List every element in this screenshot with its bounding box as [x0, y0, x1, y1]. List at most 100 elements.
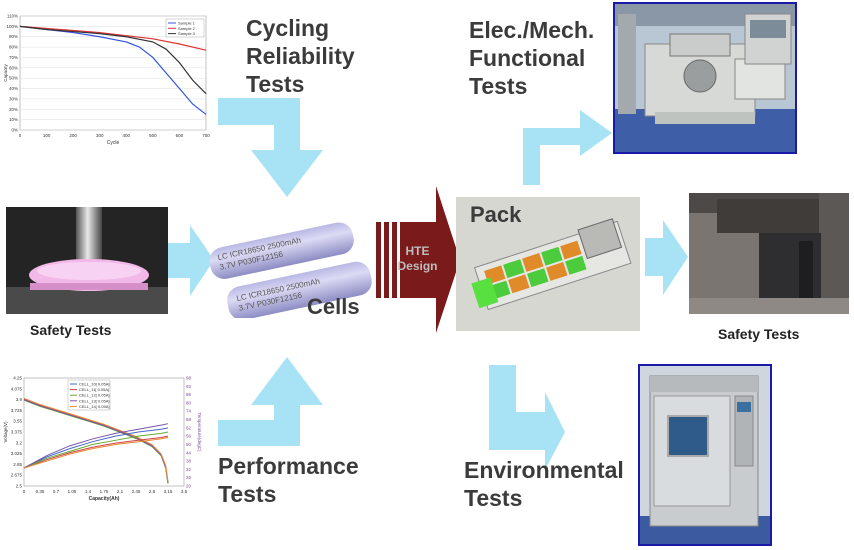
- temperature-series-line: [23, 427, 169, 469]
- y-tick-label: 100%: [6, 24, 18, 29]
- y-tick-label: 2.5: [16, 484, 23, 489]
- legend-label: CELL_11[ 0.05A]: [79, 387, 109, 392]
- temperature-series-line: [23, 437, 169, 469]
- y2-tick-label: 98: [186, 376, 192, 381]
- y2-tick-label: 74: [186, 409, 192, 414]
- impact-test-illustration: [689, 193, 849, 314]
- series-line: [19, 25, 207, 115]
- y-tick-label: 0%: [11, 128, 18, 133]
- y2-tick-label: 32: [186, 467, 192, 472]
- y2-tick-label: 44: [186, 450, 192, 455]
- x-axis-label: Cycle: [107, 140, 120, 146]
- x-tick-label: 3.5: [181, 489, 188, 494]
- y2-tick-label: 80: [186, 400, 192, 405]
- x-tick-label: 0.7: [53, 489, 60, 494]
- x-tick-label: 100: [43, 133, 51, 138]
- heading-elec-mech: Elec./Mech. Functional Tests: [469, 16, 594, 100]
- discharge-chart: 2.52.6752.853.0253.23.3753.553.7253.94.0…: [3, 376, 202, 503]
- y2-tick-label: 56: [186, 434, 192, 439]
- heading-line: Functional: [469, 45, 586, 71]
- legend-label: Sample 3: [178, 31, 196, 36]
- arrow-pack-to-elec: [497, 110, 612, 185]
- x-tick-label: 1.4: [85, 489, 92, 494]
- x-tick-label: 500: [149, 133, 157, 138]
- x-tick-label: 2.8: [149, 489, 156, 494]
- safety-test-crush-photo: [6, 207, 168, 314]
- y-tick-label: 20%: [9, 107, 18, 112]
- arrow-hte-design: [376, 186, 460, 333]
- legend-label: CELL_13[ 0.05A]: [79, 398, 109, 403]
- y-tick-label: 70%: [9, 55, 18, 60]
- heading-line: Tests: [464, 485, 523, 511]
- heading-line: Performance: [218, 453, 359, 479]
- y2-tick-label: 26: [186, 475, 192, 480]
- arrow-performance-to-cells: [218, 357, 323, 446]
- y-tick-label: 10%: [9, 117, 18, 122]
- x-tick-label: 300: [96, 133, 104, 138]
- hte-design-label: HTE Design: [395, 244, 440, 274]
- series-line: [19, 25, 207, 95]
- arrow-pack-to-safety: [645, 220, 688, 295]
- heading-line: Tests: [218, 481, 277, 507]
- legend-label: CELL_14[ 0.05A]: [79, 404, 109, 409]
- x-tick-label: 600: [176, 133, 184, 138]
- pack-image: [456, 197, 640, 331]
- y-tick-label: 3.725: [11, 408, 23, 413]
- y2-tick-label: 62: [186, 425, 192, 430]
- y-tick-label: 3.025: [11, 451, 23, 456]
- x-tick-label: 2.45: [132, 489, 141, 494]
- y2-tick-label: 92: [186, 384, 192, 389]
- crush-test-illustration: [6, 207, 168, 314]
- heading-line: Tests: [246, 71, 305, 97]
- heading-line: Tests: [469, 73, 528, 99]
- y-tick-label: 3.2: [16, 440, 23, 445]
- cells-label: Cells: [307, 294, 360, 319]
- arrow-pack-to-env: [489, 365, 565, 470]
- arrow-cycling-to-cells: [218, 98, 323, 197]
- legend-label: Sample 1: [178, 21, 196, 26]
- x-tick-label: 200: [69, 133, 77, 138]
- y-tick-label: 2.85: [13, 462, 22, 467]
- y2-tick-label: 50: [186, 442, 192, 447]
- y2-tick-label: 68: [186, 417, 192, 422]
- legend-label: Sample 2: [178, 26, 196, 31]
- pack-illustration: [456, 197, 640, 331]
- elec-mech-photo: [613, 2, 797, 154]
- temperature-series-line: [23, 431, 169, 469]
- temperature-series-line: [23, 435, 169, 469]
- x-tick-label: 400: [123, 133, 131, 138]
- heading-line: Cycling: [246, 15, 330, 41]
- x-tick-label: 0: [23, 489, 26, 494]
- y-tick-label: 40%: [9, 86, 18, 91]
- x-tick-label: 1.05: [68, 489, 77, 494]
- x-tick-label: 700: [202, 133, 210, 138]
- cells-photo: LC ICR18650 2500mAh 3.7V P030F12156 LC I…: [206, 205, 376, 321]
- y-tick-label: 2.675: [11, 473, 23, 478]
- y-axis-label: Capacity: [4, 64, 8, 82]
- legend-label: CELL_12[ 0.05A]: [79, 393, 109, 398]
- cells-illustration: LC ICR18650 2500mAh 3.7V P030F12156 LC I…: [209, 222, 372, 321]
- heading-line: Reliability: [246, 43, 355, 69]
- x-tick-label: 1.75: [100, 489, 109, 494]
- series-line: [19, 25, 207, 51]
- y-tick-label: 110%: [7, 14, 18, 19]
- x-axis-label: Capacity(Ah): [89, 496, 120, 502]
- x-tick-label: 0: [19, 133, 22, 138]
- safety-tests-left-caption: Safety Tests: [30, 322, 112, 338]
- vibration-table-illustration: [615, 4, 795, 152]
- temperature-series-line: [23, 423, 169, 469]
- y-tick-label: 4.25: [13, 376, 22, 381]
- x-tick-label: 0.35: [36, 489, 45, 494]
- y2-axis-label: Temperature(degC): [197, 412, 202, 452]
- arrow-safety-to-cells: [168, 225, 214, 296]
- heading-environmental: Environmental Tests: [464, 456, 624, 512]
- y2-tick-label: 38: [186, 459, 192, 464]
- y-axis-label: Voltage(V): [3, 421, 8, 443]
- y-tick-label: 4.075: [11, 386, 23, 391]
- y-tick-label: 3.375: [11, 430, 23, 435]
- pack-label: Pack: [470, 202, 522, 227]
- hte-design-line: HTE: [405, 244, 430, 258]
- safety-tests-right-caption: Safety Tests: [718, 326, 800, 342]
